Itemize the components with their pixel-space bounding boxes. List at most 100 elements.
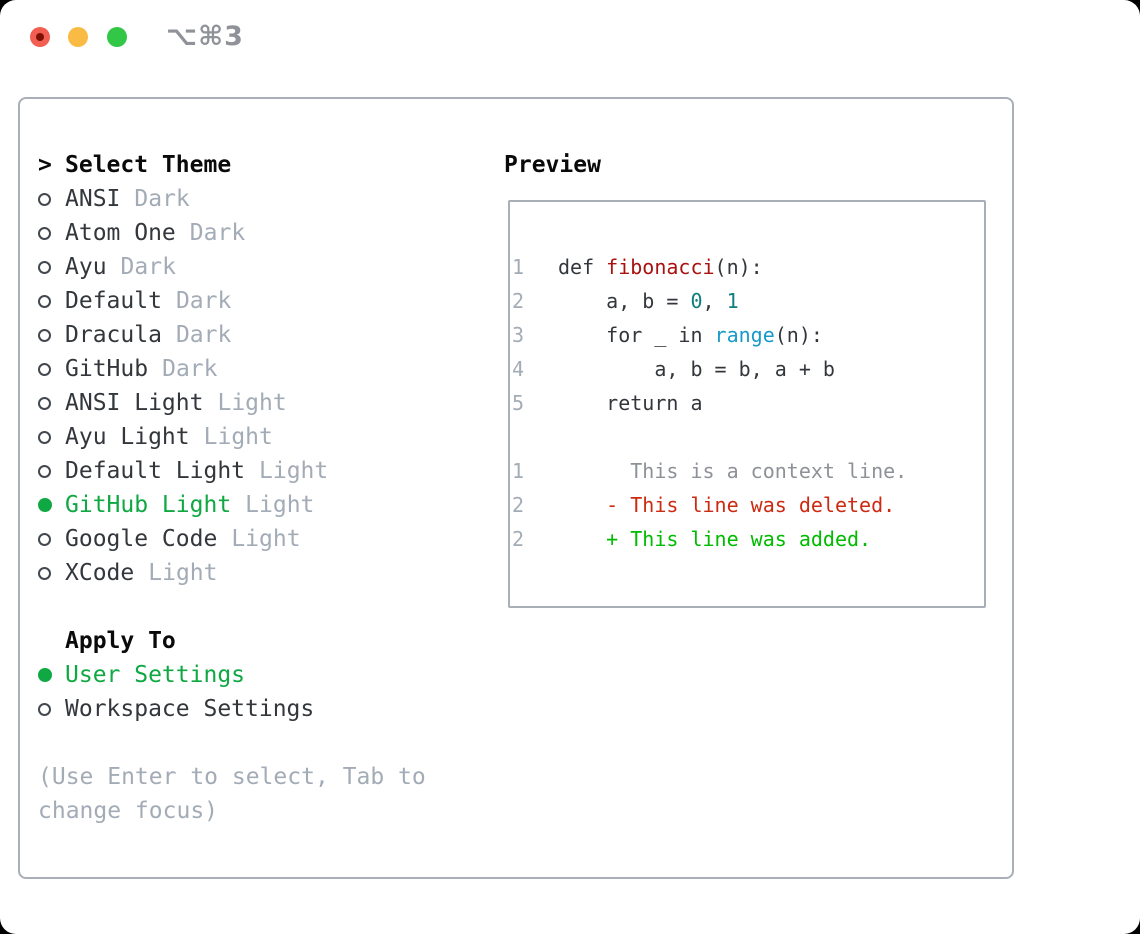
theme-name: Dracula <box>65 322 162 348</box>
code-segment-plain: (n): <box>714 255 763 279</box>
radio-unselected-icon <box>38 226 51 240</box>
code-segment-deleted: - This line was deleted. <box>558 493 896 517</box>
code-segment-plain: , <box>702 289 727 313</box>
theme-variant-badge: Light <box>259 458 329 484</box>
preview-code-line: 4 a, b = b, a + b <box>512 352 982 386</box>
theme-name: XCode <box>65 560 135 586</box>
apply-to-header: Apply To <box>38 624 426 658</box>
theme-name: Default <box>65 288 162 314</box>
theme-name: ANSI Light <box>65 390 204 416</box>
theme-name: Google Code <box>65 526 218 552</box>
apply-option-user-settings[interactable]: User Settings <box>38 658 426 692</box>
theme-name: GitHub <box>65 356 149 382</box>
radio-marker <box>38 532 65 546</box>
preview-code-line: 3 for _ in range(n): <box>512 318 982 352</box>
radio-unselected-icon <box>38 328 51 342</box>
apply-option-label: Workspace Settings <box>65 696 315 722</box>
theme-option-ansi[interactable]: ANSI Dark <box>38 182 426 216</box>
radio-marker <box>38 226 65 240</box>
selection-caret-icon: > <box>38 152 52 178</box>
line-number: 2 <box>512 493 525 517</box>
preview-code-line: 1 This is a context line. <box>512 454 982 488</box>
title-bar: ⌥⌘3 <box>0 0 1140 74</box>
apply-option-workspace-settings[interactable]: Workspace Settings <box>38 692 426 726</box>
line-number: 2 <box>512 289 525 313</box>
line-number: 3 <box>512 323 525 347</box>
radio-unselected-icon <box>38 464 51 478</box>
apply-option-label: User Settings <box>65 662 246 688</box>
theme-option-google-code[interactable]: Google Code Light <box>38 522 426 556</box>
radio-unselected-icon <box>38 532 51 546</box>
theme-name: Atom One <box>65 220 176 246</box>
theme-variant-badge: Dark <box>175 288 232 314</box>
code-segment-number: 1 <box>726 289 739 313</box>
minimize-button[interactable] <box>68 27 88 47</box>
radio-marker <box>38 702 65 716</box>
radio-unselected-icon <box>38 702 51 716</box>
radio-unselected-icon <box>38 192 51 206</box>
radio-marker <box>38 396 65 410</box>
radio-marker <box>38 294 65 308</box>
radio-unselected-icon <box>38 396 51 410</box>
radio-marker <box>38 362 65 376</box>
preview-code-line: 2 a, b = 0, 1 <box>512 284 982 318</box>
zoom-button[interactable] <box>107 27 127 47</box>
theme-variant-badge: Dark <box>162 356 218 382</box>
radio-marker <box>38 430 65 444</box>
theme-variant-badge: Light <box>217 390 287 416</box>
theme-option-ansi-light[interactable]: ANSI Light Light <box>38 386 426 420</box>
theme-name: ANSI <box>65 186 121 212</box>
code-segment-number: 0 <box>690 289 703 313</box>
theme-option-github[interactable]: GitHub Dark <box>38 352 426 386</box>
radio-unselected-icon <box>38 430 51 444</box>
theme-variant-badge: Light <box>245 492 315 518</box>
theme-option-xcode[interactable]: XCode Light <box>38 556 426 590</box>
theme-variant-badge: Light <box>231 526 301 552</box>
code-segment-plain: a, b = b, a + b <box>558 357 835 381</box>
radio-marker <box>38 192 65 206</box>
line-number: 5 <box>512 391 525 415</box>
theme-option-default[interactable]: Default Dark <box>38 284 426 318</box>
radio-unselected-icon <box>38 566 51 580</box>
line-number: 4 <box>512 357 525 381</box>
theme-variant-badge: Light <box>148 560 218 586</box>
hint-text: (Use Enter to select, Tab to <box>38 764 426 790</box>
code-segment-plain: def <box>558 255 607 279</box>
apply-to-title: Apply To <box>65 628 176 654</box>
code-segment-plain: (n): <box>774 323 823 347</box>
radio-marker <box>38 260 65 274</box>
spacer <box>38 726 426 760</box>
radio-selected-icon <box>38 668 52 682</box>
preview-code-line: 2 + This line was added. <box>512 522 982 556</box>
code-segment-builtin: range <box>714 323 775 347</box>
code-segment-context: This is a context line. <box>558 459 908 483</box>
radio-unselected-icon <box>38 362 51 376</box>
theme-name: GitHub Light <box>65 492 232 518</box>
close-button[interactable] <box>30 27 50 47</box>
radio-selected-icon <box>38 498 52 512</box>
code-segment-plain: for _ in <box>558 323 715 347</box>
select-theme-header: > Select Theme <box>38 148 426 182</box>
radio-unselected-icon <box>38 294 51 308</box>
preview-code-line: 2 - This line was deleted. <box>512 488 982 522</box>
preview-code-line: 5 return a <box>512 386 982 420</box>
theme-name: Ayu Light <box>65 424 190 450</box>
line-number: 2 <box>512 527 525 551</box>
code-segment-plain: a, b = <box>558 289 691 313</box>
theme-option-github-light[interactable]: GitHub Light Light <box>38 488 426 522</box>
theme-variant-badge: Dark <box>134 186 190 212</box>
window-title: ⌥⌘3 <box>166 21 244 52</box>
code-segment-plain: return a <box>558 391 703 415</box>
